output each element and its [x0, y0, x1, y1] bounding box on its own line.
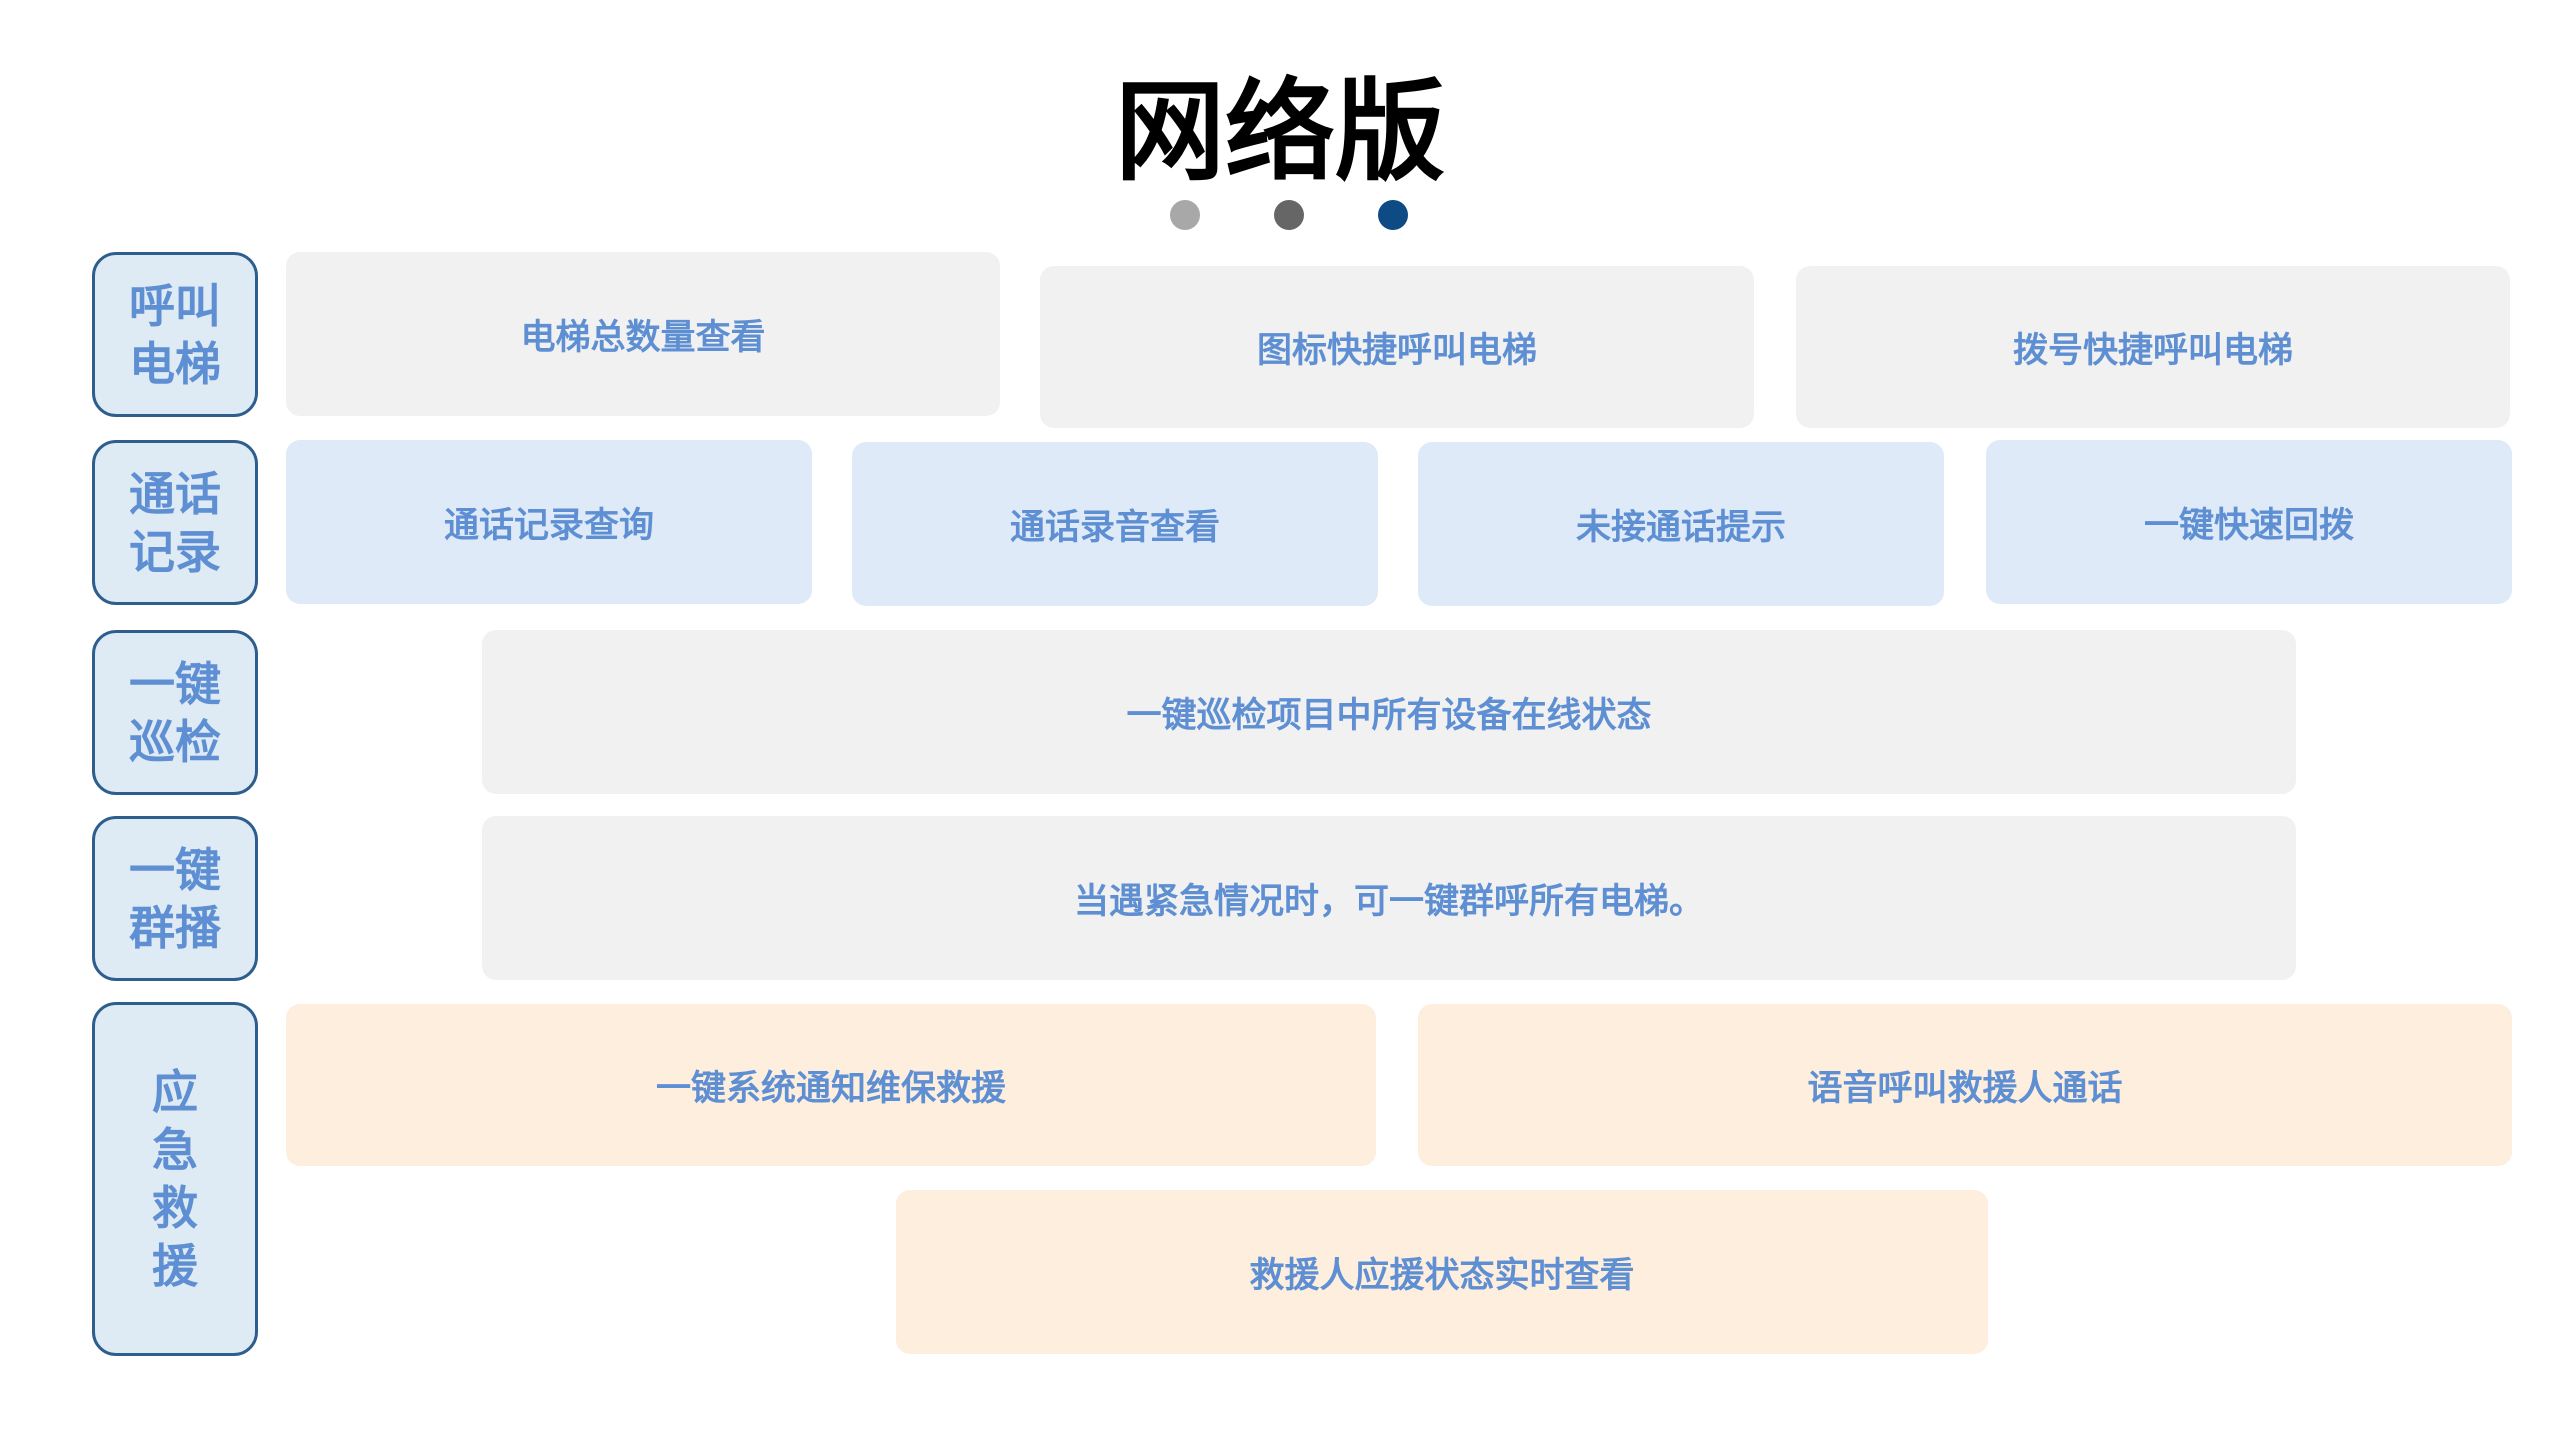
- category-one-key-broadcast: 一键 群播: [92, 816, 258, 981]
- feature-quick-callback: 一键快速回拨: [1986, 440, 2512, 604]
- indicator-dot-light: [1170, 200, 1200, 230]
- category-call-records: 通话 记录: [92, 440, 258, 605]
- feature-inspection-status: 一键巡检项目中所有设备在线状态: [482, 630, 2296, 794]
- category-emergency-rescue: 应 急 救 援: [92, 1002, 258, 1356]
- category-call-elevator: 呼叫 电梯: [92, 252, 258, 417]
- feature-call-log-query: 通话记录查询: [286, 440, 812, 604]
- feature-dial-quick-call: 拨号快捷呼叫电梯: [1796, 266, 2510, 428]
- page-title: 网络版: [1115, 67, 1445, 196]
- indicator-dot-active: [1378, 200, 1408, 230]
- feature-elevator-count: 电梯总数量查看: [286, 252, 1000, 416]
- feature-rescuer-status: 救援人应援状态实时查看: [896, 1190, 1988, 1354]
- category-one-key-inspection: 一键 巡检: [92, 630, 258, 795]
- feature-missed-call-alert: 未接通话提示: [1418, 442, 1944, 606]
- feature-icon-quick-call: 图标快捷呼叫电梯: [1040, 266, 1754, 428]
- feature-voice-call-rescuer: 语音呼叫救援人通话: [1418, 1004, 2512, 1166]
- feature-group-call: 当遇紧急情况时，可一键群呼所有电梯。: [482, 816, 2296, 980]
- feature-notify-maintenance: 一键系统通知维保救援: [286, 1004, 1376, 1166]
- feature-call-recording: 通话录音查看: [852, 442, 1378, 606]
- indicator-dot-mid: [1274, 200, 1304, 230]
